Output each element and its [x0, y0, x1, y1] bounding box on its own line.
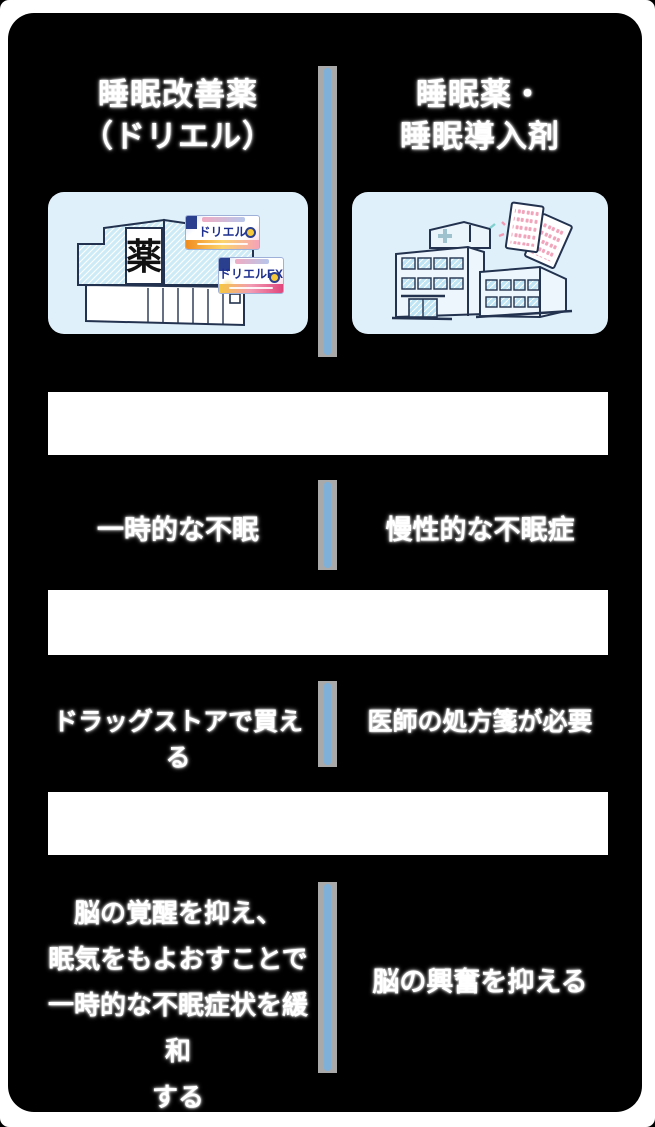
row1-right-value: 慢性的な不眠症 — [385, 515, 575, 545]
hospital-building-icon — [391, 201, 573, 321]
divider-segment-4 — [318, 882, 337, 1073]
header-left-line1: 睡眠改善薬 — [98, 77, 258, 112]
package-band — [219, 284, 283, 293]
column-header-left: 睡眠改善薬 （ドリエル） — [48, 74, 308, 158]
confetti-pink-icon — [498, 221, 506, 238]
prescription-sheet-front-icon — [504, 201, 545, 254]
drugstore-illustration: 薬 ドリエル ドリエルEX — [48, 192, 308, 334]
pharmacy-sign-text: 薬 — [126, 236, 162, 277]
row3-right-value: 脳の興奮を抑える — [372, 967, 588, 997]
package-topline — [235, 259, 269, 264]
crescent-moon-icon — [245, 227, 256, 238]
confetti-teal-icon — [489, 223, 496, 229]
header-left-line2: （ドリエル） — [82, 119, 274, 154]
hospital-illustration — [352, 192, 608, 334]
crescent-moon-icon — [269, 272, 280, 283]
divider-segment-2 — [318, 480, 337, 570]
row3-left-line2: 眠気をもよおすことで — [48, 944, 308, 974]
drugstore-building-icon: 薬 — [77, 218, 254, 327]
row1-left-value: 一時的な不眠 — [97, 515, 259, 545]
medical-cross-icon — [438, 229, 452, 243]
package-topline — [202, 217, 245, 222]
package-badge — [186, 216, 197, 229]
package-badge — [219, 258, 230, 271]
column-header-right: 睡眠薬・ 睡眠導入剤 — [352, 74, 608, 158]
row3-left-line1: 脳の覚醒を抑え、 — [73, 898, 282, 928]
divider-segment-1 — [318, 66, 337, 357]
product-name: ドリエル — [198, 225, 247, 239]
row-label-bar-3 — [48, 792, 608, 855]
product-package-drewell-ex: ドリエルEX — [218, 257, 284, 294]
row3-left-line4: する — [151, 1082, 204, 1112]
row2-right-value: 医師の処方箋が必要 — [367, 708, 593, 736]
divider-blue-stripe — [324, 683, 331, 765]
product-name: ドリエルEX — [219, 267, 284, 281]
product-package-drewell: ドリエル — [185, 215, 260, 250]
divider-segment-3 — [318, 681, 337, 767]
header-right-line1: 睡眠薬・ — [416, 77, 544, 112]
row2-left-value: ドラッグストアで買える — [52, 708, 303, 772]
row-label-bar-1 — [48, 392, 608, 455]
row3-left-value: 脳の覚醒を抑え、 眠気をもよおすことで 一時的な不眠症状を緩和 する — [48, 890, 308, 1120]
row3-left-line3: 一時的な不眠症状を緩和 — [48, 990, 309, 1066]
comparison-card: 睡眠改善薬 （ドリエル） 睡眠薬・ 睡眠導入剤 — [8, 13, 642, 1112]
divider-blue-stripe — [324, 482, 331, 568]
package-band — [186, 240, 259, 249]
divider-blue-stripe — [324, 68, 331, 355]
divider-blue-stripe — [324, 884, 331, 1071]
header-right-line2: 睡眠導入剤 — [400, 119, 560, 154]
row-label-bar-2 — [48, 590, 608, 655]
